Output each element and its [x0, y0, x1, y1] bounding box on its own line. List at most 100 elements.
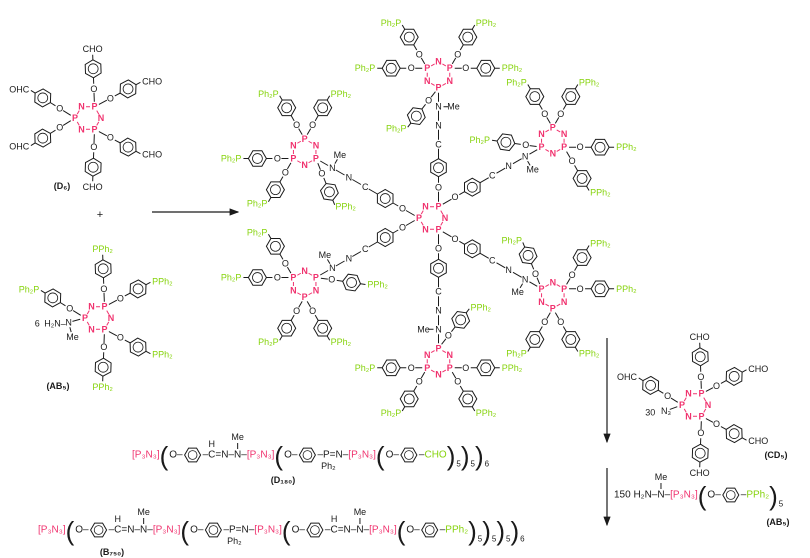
- bracket: ): [468, 516, 477, 546]
- diphenyl-label: Ph₂: [321, 461, 336, 471]
- bond: [720, 426, 727, 430]
- bracket: ): [475, 441, 484, 471]
- bracket: ): [482, 516, 491, 546]
- nitrogen-atom: N: [422, 202, 429, 212]
- phosphorus-atom: P: [435, 224, 441, 234]
- phosphorus-atom: P: [72, 113, 78, 123]
- bond: [135, 150, 141, 155]
- oxygen-atom: O: [664, 391, 671, 401]
- benzene-aromatic-circle: [97, 263, 109, 275]
- bond: [574, 165, 579, 171]
- nitrogen-atom: N: [78, 102, 85, 112]
- bond: [530, 263, 535, 270]
- benzene-aromatic-circle: [480, 62, 492, 74]
- bracket: (: [66, 516, 75, 546]
- bond: [491, 139, 498, 142]
- bond: [286, 266, 292, 274]
- benzene-aromatic-circle: [310, 525, 320, 535]
- aldehyde-group: OHC: [9, 142, 30, 152]
- formula-fragment: =N–: [330, 450, 349, 461]
- benzene-aromatic-circle: [97, 361, 109, 373]
- amino-group: H₂N–: [44, 319, 66, 329]
- benzene-ring: [476, 59, 496, 77]
- bond: [336, 279, 343, 282]
- diphenylphosphino-group: PPh₂: [476, 408, 497, 418]
- methyl-label: Me: [417, 324, 430, 334]
- benzene-aromatic-circle: [529, 334, 541, 345]
- benzene-ring: [381, 59, 401, 77]
- bond: [335, 260, 345, 267]
- formula-fragment: O–: [190, 525, 204, 536]
- oxygen-atom: O: [274, 154, 281, 164]
- nitrogen-atom: N: [301, 266, 308, 276]
- formula-fragment: O–: [386, 450, 400, 461]
- oxygen-atom: O: [425, 95, 432, 105]
- bond: [405, 210, 415, 216]
- bond: [279, 253, 284, 260]
- benzene-ring: [464, 239, 481, 259]
- bond: [352, 179, 362, 185]
- formula-fragment: –: [741, 490, 747, 501]
- bond: [114, 92, 121, 97]
- compound-label-ab5: (AB₅): [46, 381, 69, 391]
- benzene-ring: [572, 170, 592, 187]
- formula-fragment: –: [325, 525, 331, 536]
- bond: [496, 262, 506, 269]
- bond: [360, 283, 366, 285]
- nitrogen-atom: N: [442, 213, 449, 223]
- benzene-ring: [313, 319, 333, 337]
- bond: [98, 131, 108, 137]
- benzene-aromatic-circle: [565, 91, 577, 102]
- benzene-aromatic-circle: [433, 262, 444, 274]
- diphenylphosphino-group: Ph₂P: [221, 273, 242, 283]
- methyl-label: Me: [511, 287, 524, 297]
- benzene-aromatic-circle: [270, 240, 281, 252]
- phosphazene-bond: [440, 221, 444, 226]
- bond: [368, 188, 378, 195]
- bond: [30, 142, 36, 146]
- benzene-aromatic-circle: [529, 91, 541, 102]
- benzene-aromatic-circle: [208, 525, 219, 535]
- benzene-ring: [376, 188, 394, 209]
- bond: [392, 202, 399, 207]
- methyl-label: Me: [231, 432, 244, 442]
- bracket: (: [376, 441, 385, 471]
- diphenylphosphino-group: PPh₂: [152, 276, 173, 286]
- benzene-aromatic-circle: [594, 283, 606, 295]
- benzene-aromatic-circle: [594, 141, 606, 153]
- carbon-atom: C: [489, 255, 496, 265]
- repeat-count: 5: [456, 460, 461, 469]
- benzene-ring: [265, 181, 285, 198]
- bond: [401, 24, 406, 30]
- phosphorus-atom: P: [550, 123, 556, 133]
- oxygen-atom: O: [408, 63, 415, 73]
- nitrogen-atom: N: [98, 113, 105, 123]
- benzene-aromatic-circle: [187, 450, 198, 460]
- benzene-ring: [430, 158, 447, 178]
- diphenylphosphino-group: PPh₂: [616, 142, 637, 152]
- benzene-aromatic-circle: [122, 141, 134, 153]
- diphenylphosphino-group: Ph₂P: [381, 408, 402, 418]
- bond: [471, 24, 476, 30]
- carbon-atom: C: [435, 286, 442, 296]
- benzene-aromatic-circle: [728, 428, 740, 439]
- bond: [451, 57, 457, 65]
- phosphazene-bond: [703, 397, 707, 402]
- oxygen-atom: O: [569, 156, 576, 166]
- diphenylphosphino-group: Ph₂P: [247, 227, 268, 237]
- diphenylphosphino-group: PPh₂: [152, 350, 173, 360]
- phosphorus-atom: P: [91, 124, 97, 134]
- phosphazene-bond: [442, 83, 447, 86]
- bond: [538, 104, 543, 110]
- benzene-ring: [306, 522, 324, 538]
- nitrogen-atom: N: [88, 324, 95, 334]
- bond: [286, 162, 292, 170]
- oxygen-atom: O: [557, 317, 564, 327]
- benzene-ring: [451, 310, 471, 329]
- bond: [320, 277, 328, 280]
- phosphorus-atom: P: [698, 389, 704, 399]
- benzene-ring: [313, 99, 333, 117]
- benzene-ring: [129, 279, 147, 299]
- repeat-count: 5: [506, 535, 511, 544]
- bond: [98, 99, 108, 105]
